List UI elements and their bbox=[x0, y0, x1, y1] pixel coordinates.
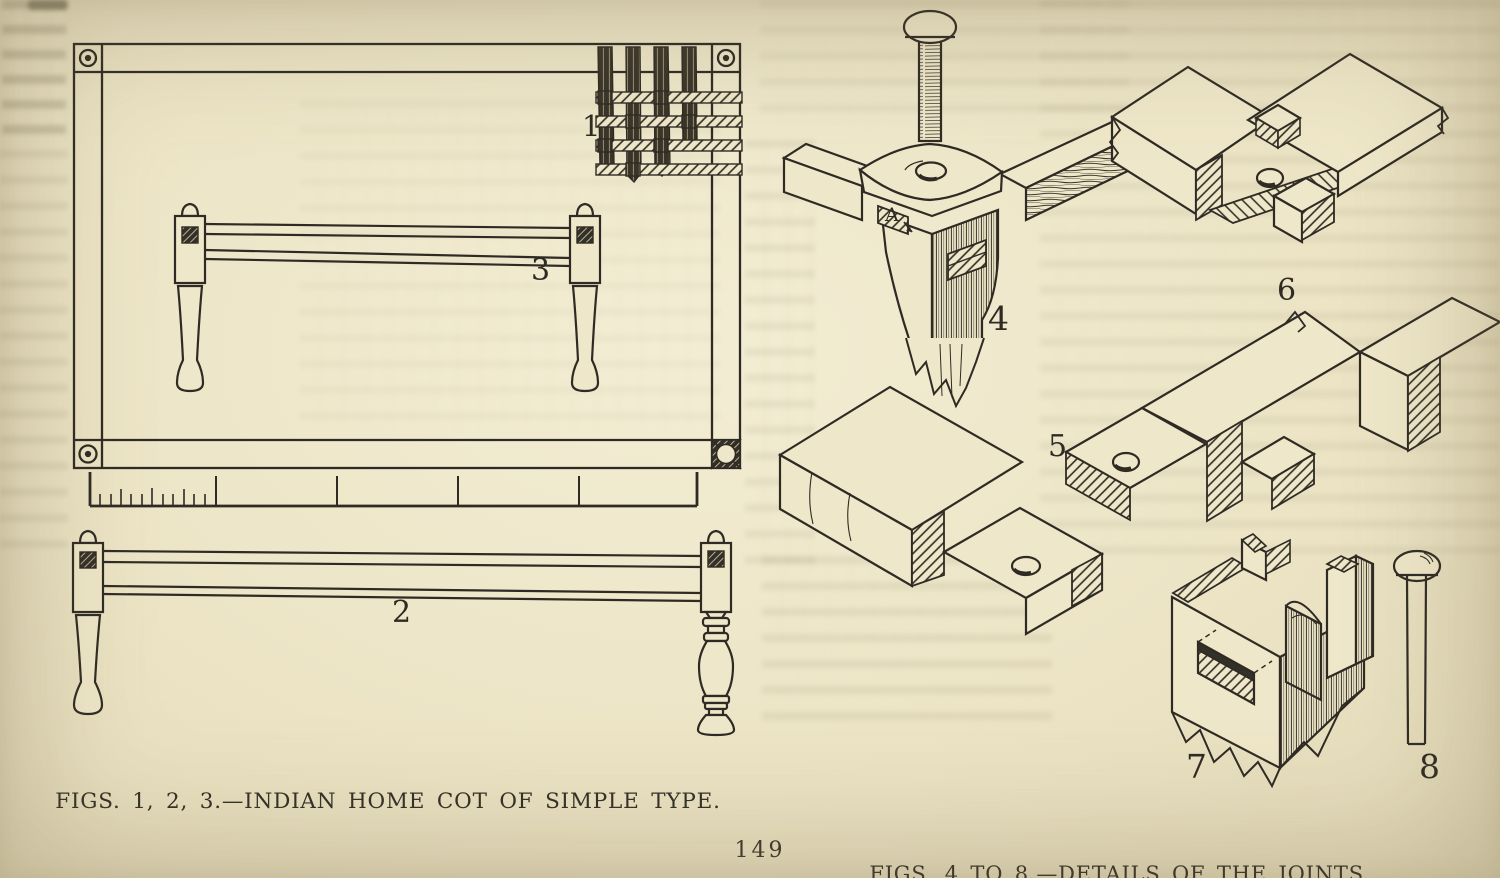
fig6-joint-drawing: 6 bbox=[1108, 52, 1450, 308]
fig8-number: 8 bbox=[1419, 747, 1440, 786]
fig3-end-elevation-drawing: 3 bbox=[173, 202, 602, 393]
fig5-joint-drawing: 5 bbox=[777, 296, 1500, 636]
ink-smudge bbox=[28, 0, 68, 10]
fig8-pin-drawing: 8 bbox=[1392, 549, 1442, 786]
caption-line: FIGS. 4 TO 8.—DETAILS OF THE JOINTS. bbox=[869, 862, 1371, 878]
cot-leg bbox=[568, 202, 602, 393]
cot-leg bbox=[71, 529, 105, 716]
cot-leg bbox=[173, 202, 207, 393]
fig1-number: 1 bbox=[582, 109, 600, 143]
caption-line: FIGS. 1, 2, 3.—INDIAN HOME COT OF SIMPLE… bbox=[55, 789, 721, 814]
corner-wedge-detail bbox=[710, 438, 742, 470]
alternative-turned-leg bbox=[696, 529, 736, 737]
fig7-number: 7 bbox=[1186, 747, 1207, 786]
corner-pin-hole bbox=[78, 48, 736, 464]
page-number: 149 bbox=[734, 838, 786, 863]
fig1-plan-drawing: 1 bbox=[72, 42, 743, 470]
fig3-number: 3 bbox=[531, 253, 550, 288]
fig2-side-elevation-drawing: 2 bbox=[71, 529, 736, 737]
fig4-joint-drawing: A 4 bbox=[781, 9, 1141, 409]
scale-ruler bbox=[88, 472, 699, 508]
fig4-number: 4 bbox=[988, 299, 1009, 338]
webbing-weave-detail bbox=[595, 46, 743, 184]
caption-figs-4-to-8: FIGS. 4 TO 8.—DETAILS OF THE JOINTS. bbox=[835, 799, 1405, 878]
fig6-number: 6 bbox=[1277, 273, 1296, 308]
caption-figs-1-2-3: FIGS. 1, 2, 3.—INDIAN HOME COT OF SIMPLE… bbox=[48, 727, 728, 878]
bolt bbox=[902, 9, 958, 143]
fig5-number: 5 bbox=[1048, 429, 1067, 464]
fig4-annotation-a: A bbox=[884, 204, 899, 226]
fig7-joint-drawing: 7 bbox=[1170, 533, 1375, 789]
fig2-number: 2 bbox=[392, 595, 411, 630]
